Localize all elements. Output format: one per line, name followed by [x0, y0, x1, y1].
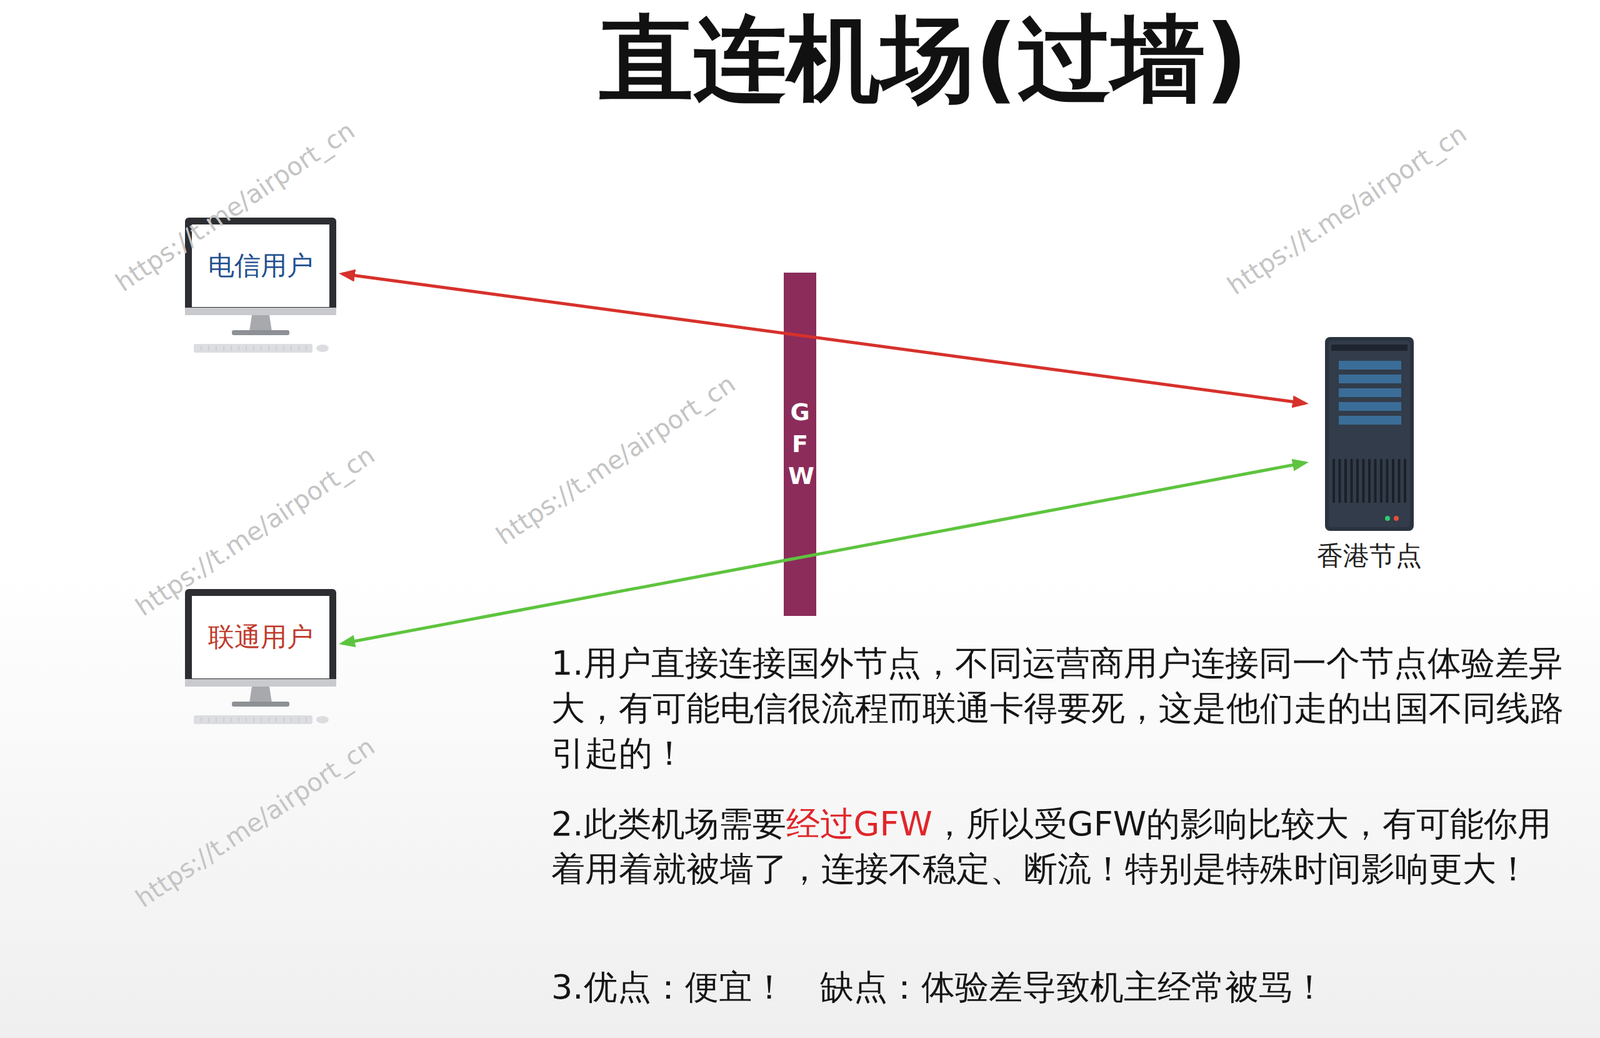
server-front: [1328, 340, 1410, 527]
drive-bay: [1338, 415, 1402, 425]
key-line: [208, 345, 210, 351]
keyboard: [193, 715, 313, 724]
vent-slot: [1380, 458, 1383, 503]
key-line: [201, 716, 202, 722]
vent-slot: [1338, 458, 1342, 503]
connection-arrow: [342, 273, 1305, 404]
key-line: [231, 345, 232, 351]
server-vents: [1332, 458, 1407, 503]
monitor-base: [231, 701, 290, 707]
screen-area: 联通用户: [191, 595, 330, 679]
note-text: 2.此类机场需要: [551, 803, 787, 844]
watermark: https://t.me/airport_cn: [1222, 118, 1472, 300]
status-light: [1393, 515, 1399, 521]
user-label: 电信用户: [208, 248, 314, 284]
connection-arrow: [342, 462, 1305, 644]
watermark: https://t.me/airport_cn: [130, 731, 380, 913]
key-line: [291, 716, 292, 722]
mouse: [316, 344, 329, 352]
server-label: 香港节点: [1312, 538, 1427, 574]
key-line: [261, 345, 262, 351]
watermark: https://t.me/airport_cn: [491, 368, 741, 550]
keyboard-keys: [201, 716, 307, 722]
key-line: [238, 345, 240, 351]
monitor-bezel: [185, 588, 337, 687]
key-line: [223, 345, 225, 351]
computer-monitor-icon: [183, 587, 338, 734]
diagram-title: 直连机场(过墙): [599, 5, 1248, 114]
key-line: [216, 716, 217, 722]
firewall-label: GFW: [788, 396, 812, 493]
key-line: [283, 716, 285, 722]
highlight-text: 经过GFW: [786, 803, 933, 844]
keyboard-keys: [201, 345, 307, 351]
vent-slot: [1362, 458, 1365, 503]
vent-slot: [1374, 458, 1377, 503]
key-line: [261, 716, 262, 722]
key-line: [283, 345, 285, 351]
vent-slot: [1386, 458, 1389, 503]
mouse: [316, 715, 329, 724]
note-paragraph: 2.此类机场需要经过GFW，所以受GFW的影响比较大，有可能你用着用着就被墙了，…: [551, 801, 1577, 892]
note-text: 1.用户直接连接国外节点，不同运营商用户连接同一个节点体验差异大，有可能电信很流…: [551, 643, 1564, 773]
vent-slot: [1350, 458, 1354, 503]
monitor-base: [231, 330, 290, 335]
server-icon: [1325, 336, 1414, 531]
key-line: [298, 345, 300, 351]
key-line: [276, 345, 277, 351]
key-line: [216, 345, 217, 351]
user-computer: 联通用户: [183, 587, 338, 734]
vent-slot: [1344, 458, 1347, 503]
key-line: [246, 345, 247, 351]
note-text: 3.优点：便宜！ 缺点：体验差导致机主经常被骂！: [551, 966, 1327, 1007]
key-line: [276, 716, 277, 722]
vent-slot: [1332, 458, 1335, 503]
firewall-bar: GFW: [783, 272, 817, 616]
key-line: [201, 345, 202, 351]
monitor-neck: [249, 315, 272, 332]
key-line: [268, 716, 270, 722]
monitor-chin: [185, 307, 337, 315]
drive-bay: [1338, 401, 1402, 411]
status-light: [1385, 515, 1390, 521]
key-line: [268, 345, 270, 351]
keyboard: [193, 343, 313, 353]
vent-slot: [1403, 458, 1407, 503]
server-node: 香港节点: [1312, 336, 1427, 581]
key-line: [246, 716, 247, 722]
server-cap: [1331, 344, 1408, 351]
note-paragraph: 1.用户直接连接国外节点，不同运营商用户连接同一个节点体验差异大，有可能电信很流…: [551, 640, 1577, 776]
drive-bay: [1338, 374, 1402, 384]
key-line: [306, 716, 307, 722]
server-drives: [1338, 360, 1402, 425]
key-line: [223, 716, 225, 722]
firewall-bar-shape: [783, 272, 817, 616]
key-line: [298, 716, 300, 722]
vent-slot: [1398, 458, 1401, 503]
note-paragraph: 3.优点：便宜！ 缺点：体验差导致机主经常被骂！: [551, 964, 1577, 1010]
drive-bay: [1338, 388, 1402, 397]
key-line: [231, 716, 232, 722]
vent-slot: [1391, 458, 1395, 503]
server-label-area: 香港节点: [1312, 538, 1427, 574]
server-body: [1325, 336, 1414, 531]
key-line: [291, 345, 292, 351]
key-line: [253, 345, 255, 351]
drive-bay: [1338, 360, 1402, 370]
user-label: 联通用户: [208, 619, 314, 655]
vent-slot: [1356, 458, 1359, 503]
vent-slot: [1368, 458, 1371, 503]
monitor-screen: [191, 595, 330, 679]
monitor-chin: [185, 678, 337, 687]
key-line: [238, 716, 240, 722]
key-line: [306, 345, 307, 351]
key-line: [208, 716, 210, 722]
monitor-neck: [249, 686, 272, 703]
key-line: [253, 716, 255, 722]
